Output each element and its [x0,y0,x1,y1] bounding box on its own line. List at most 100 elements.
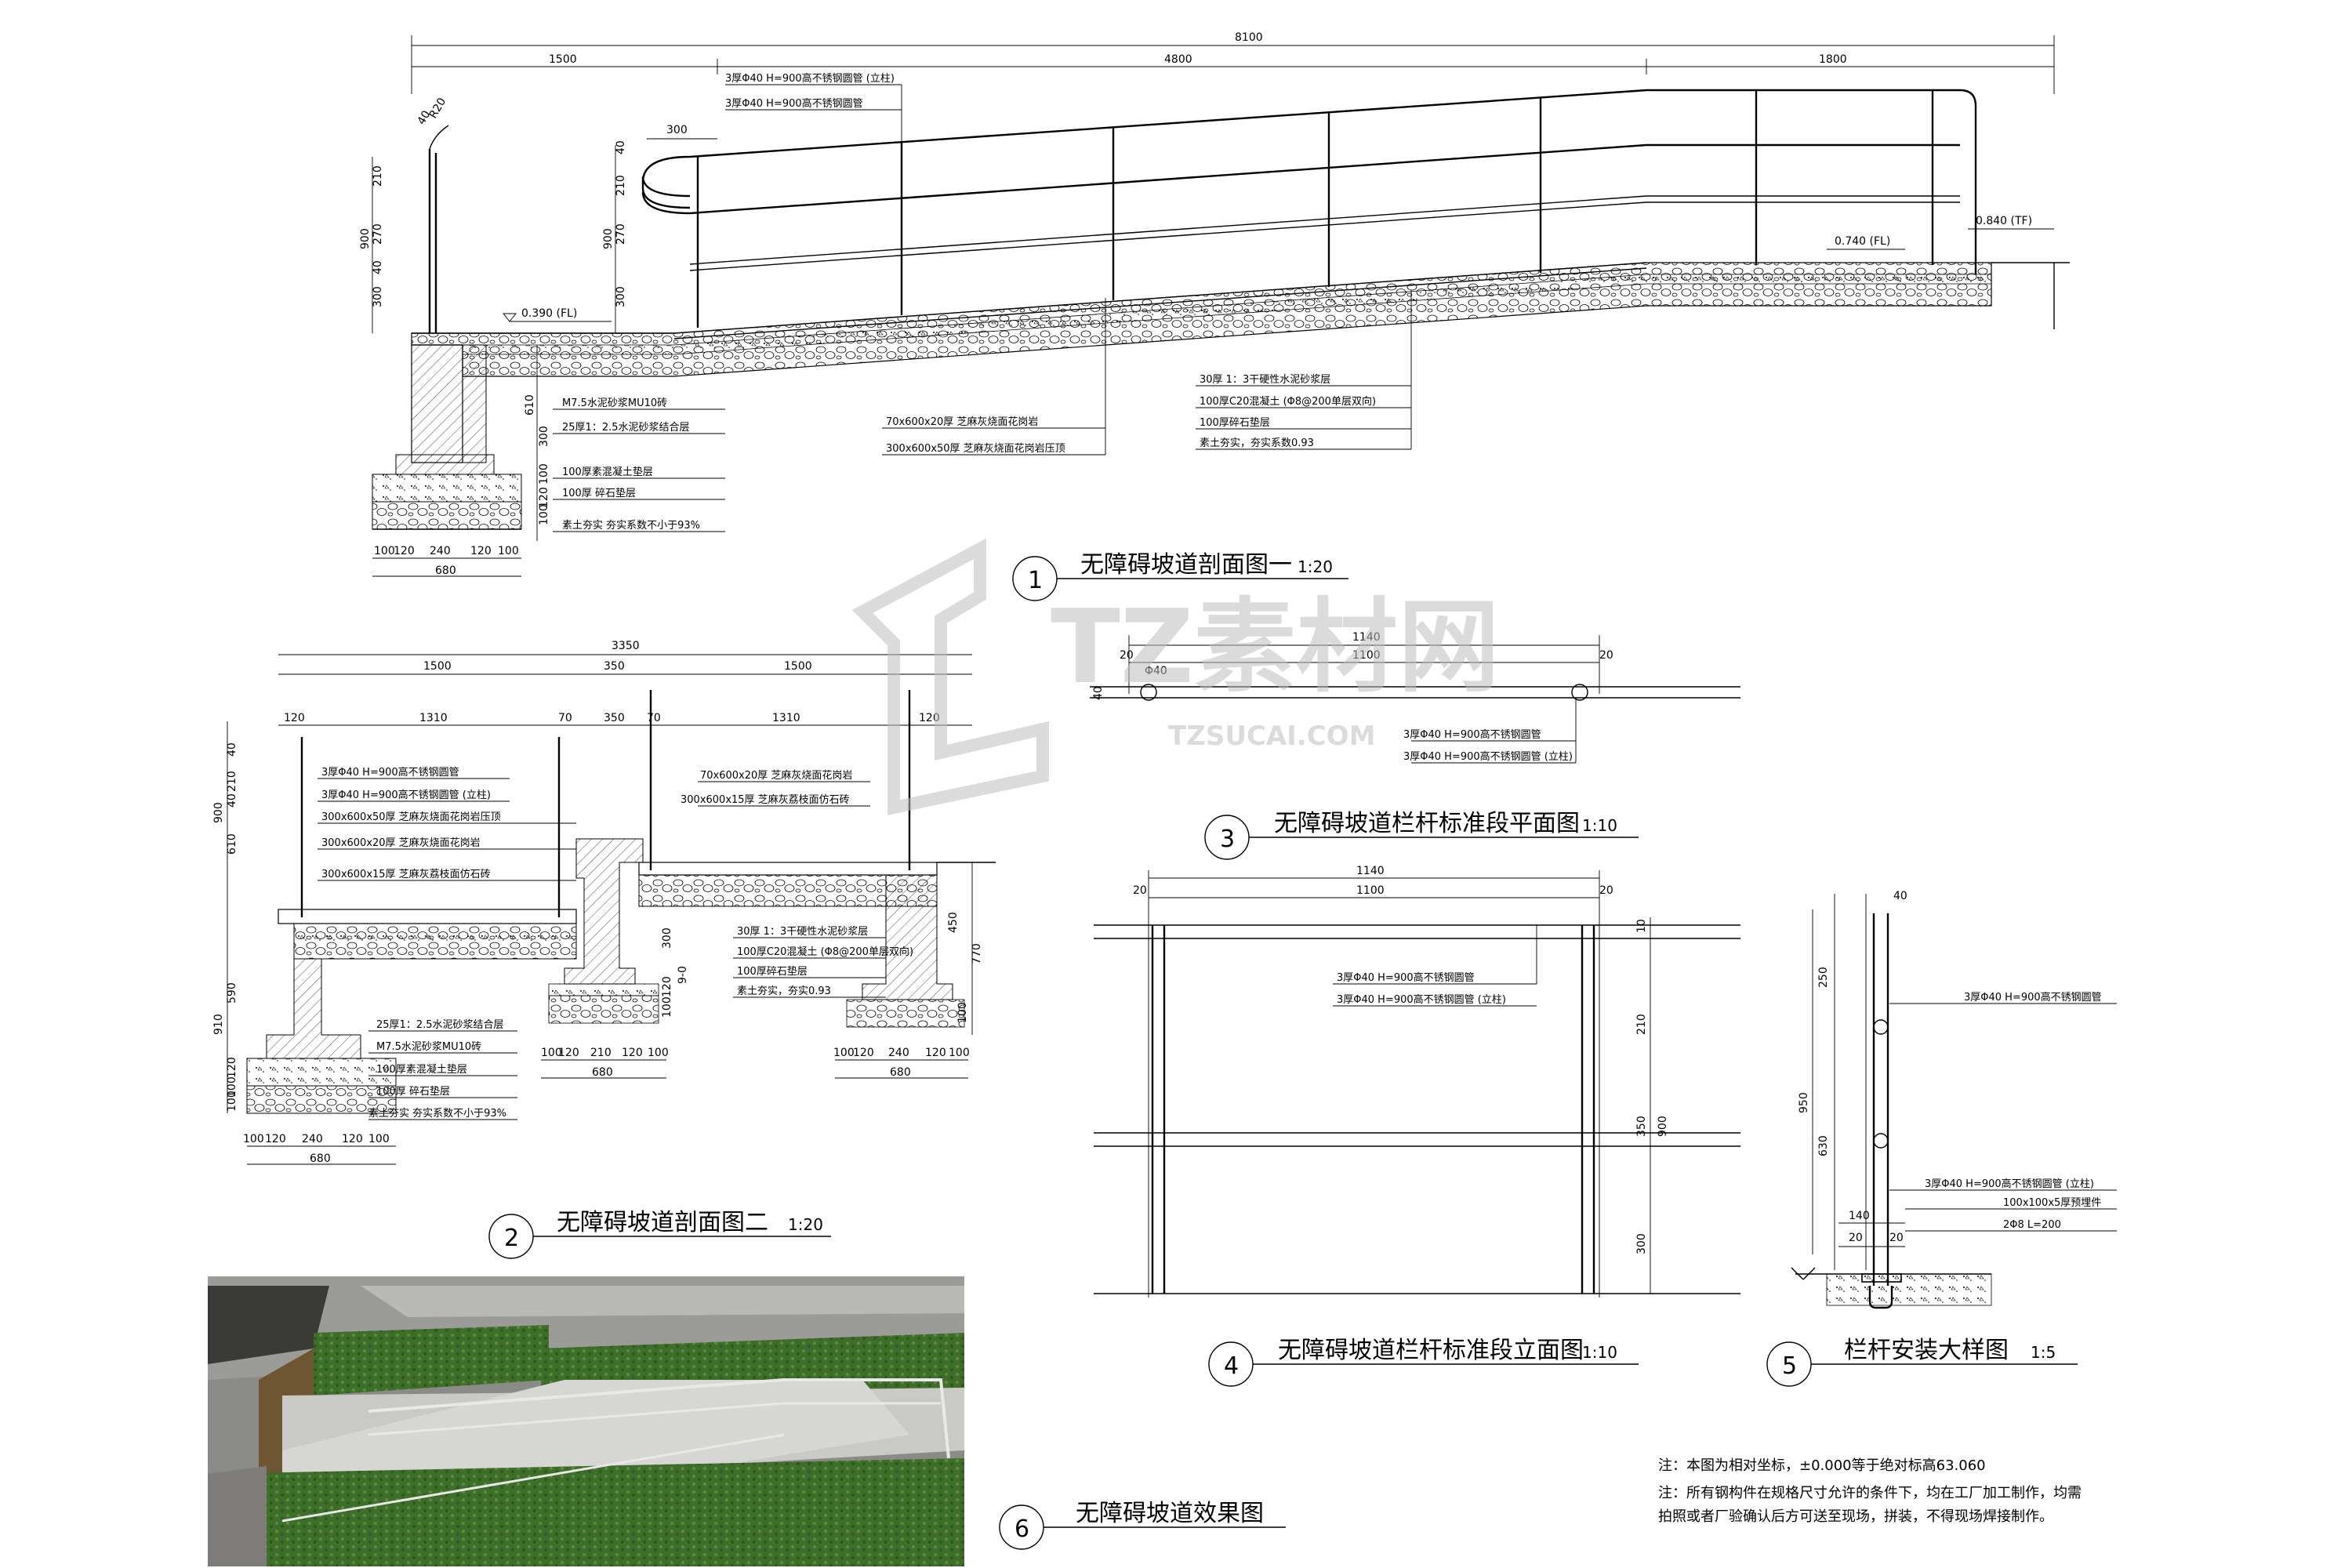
note-3: 拍照或者厂验确认后方可送至现场，拼装，不得现场焊接制作。 [1658,1508,2053,1525]
drawing-3-scale: 1:10 [1582,816,1617,835]
s3-side: 40 [1092,686,1105,700]
l2-m-c: 100厚碎石垫层 [737,965,808,978]
dim-l-900: 900 [359,228,372,249]
l2-bl-b: M7.5水泥砂浆MU10砖 [376,1041,481,1053]
section-4-drawing: 1140 1100 20 20 10 210 350 300 900 3厚Φ40… [1094,865,1740,1387]
drawing-6-title-block: 6 无障碍坡道效果图 [999,1500,1286,1550]
leader-tube: 3厚Φ40 H=900高不锈钢圆管 [725,97,863,110]
s5-250: 250 [1817,967,1830,988]
s2-fa-2: 120 [265,1133,286,1145]
level-0390: 0.390 (FL) [521,307,577,320]
s4-r-900: 900 [1657,1116,1669,1137]
s2-l-590: 590 [226,982,238,1004]
s2-fb-total: 680 [592,1066,613,1079]
s5-630: 630 [1817,1135,1830,1156]
l2-bl-c: 100厚素混凝土垫层 [376,1063,467,1076]
dim-r-900: 900 [602,228,615,249]
s2-sub-1: 1310 [419,712,448,724]
drawing-4-number: 4 [1224,1352,1239,1380]
s2-fb-5: 100 [648,1047,669,1059]
s2-l-100b: 100 [226,1091,238,1112]
notes-block: 注：本图为相对坐标，±0.000等于绝对标高63.060 注：所有钢构件在规格尺… [1658,1457,2082,1525]
s2-sub-4: 70 [647,712,661,724]
f1-h100: 100 [538,463,550,485]
ramp-posts [696,89,1977,328]
s5-leader-d: 2Φ8 L=200 [2003,1219,2061,1231]
dim-l-210: 210 [372,165,384,187]
f1-h610: 610 [524,394,536,416]
dim-r-300: 300 [615,286,627,307]
s2-fc-2: 120 [853,1047,874,1059]
note-1: 注：本图为相对坐标，±0.000等于绝对标高63.060 [1658,1457,1986,1474]
s2-l-40: 40 [226,742,238,757]
dim-l-270: 270 [372,223,384,245]
s2-fb-2: 120 [558,1047,579,1059]
s5-leader-a: 3厚Φ40 H=900高不锈钢圆管 [1964,991,2102,1004]
f1-h120: 120 [538,487,550,508]
section-2-left-leaders: 3厚Φ40 H=900高不锈钢圆管 3厚Φ40 H=900高不锈钢圆管 (立柱)… [318,766,576,881]
s2-m-90: 9-0 [677,966,689,984]
ramp-render-image [208,1276,964,1566]
section-3-drawing: 1140 1100 20 20 Φ40 40 3厚Φ40 H=900高不锈钢圆管… [1090,631,1740,860]
l2-rt-a: 70x600x20厚 芝麻灰烧面花岗岩 [700,769,852,782]
s2-sub-5: 1310 [772,712,800,724]
dim-r-270: 270 [615,223,627,245]
s4-r-10: 10 [1635,919,1648,933]
dim-l-40: 40 [372,260,384,274]
s4-20b: 20 [1599,884,1613,897]
l1-r-d: 素土夯实，夯实系数0.93 [1200,437,1314,449]
section-2-drawing: 3350 1500 350 1500 120 1310 70 350 70 13… [212,640,996,1259]
drawing-3-number: 3 [1220,826,1235,853]
l2-rt-b: 300x600x15厚 芝麻灰荔枝面仿石砖 [681,793,850,806]
s5-20b: 20 [1889,1232,1904,1244]
level-0840: 0.840 (TF) [1976,215,2032,227]
s2-sub-0: 120 [284,712,305,724]
dim-4800: 4800 [1164,53,1192,66]
drawing-5-title: 栏杆安装大样图 [1844,1337,2009,1364]
l1-a: M7.5水泥砂浆MU10砖 [562,397,667,409]
s5-leader-b: 3厚Φ40 H=900高不锈钢圆管 (立柱) [1925,1178,2094,1190]
drawing-4-title: 无障碍坡道栏杆标准段立面图 [1278,1337,1584,1364]
s2-dim-1500a: 1500 [423,660,452,673]
leader-post: 3厚Φ40 H=900高不锈钢圆管 (立柱) [725,72,895,85]
s2-fc-total: 680 [890,1066,911,1079]
dim-8100: 8100 [1235,31,1263,44]
section-1-drawing: 8100 1500 4800 1800 300 210 270 300 40 9… [359,31,2070,601]
drawing-6-number: 6 [1014,1515,1029,1543]
l2-m-a: 30厚 1：3干硬性水泥砂浆层 [737,926,868,938]
drawing-1-number: 1 [1028,567,1043,594]
s2-fa-1: 100 [243,1133,264,1145]
drawing-2-number: 2 [504,1225,519,1252]
l2-a: 3厚Φ40 H=900高不锈钢圆管 [321,766,459,779]
s3-phi: Φ40 [1145,665,1167,677]
s2-fc-3: 240 [888,1047,909,1059]
s3-20b: 20 [1599,649,1613,662]
level-0740: 0.740 (FL) [1835,235,1890,248]
drawing-2-scale: 1:20 [788,1215,823,1234]
f1-h300: 300 [538,426,550,447]
s3-1100: 1100 [1352,649,1381,662]
s2-r-100: 100 [956,1002,969,1023]
s2-dim-3350: 3350 [612,640,640,652]
s5-top: 40 [1893,890,1907,902]
s5-20a: 20 [1849,1232,1863,1244]
s4-1140: 1140 [1356,865,1385,877]
s4-20a: 20 [1133,884,1147,897]
s2-l-120: 120 [226,1057,238,1078]
f1-d2: 120 [394,545,415,557]
s2-m-120: 120 [661,976,673,997]
l2-m-d: 素土夯实，夯实0.93 [737,985,831,997]
section-2-right-top-leaders: 70x600x20厚 芝麻灰烧面花岗岩 300x600x15厚 芝麻灰荔枝面仿石… [681,769,870,807]
s2-dim-1500b: 1500 [784,660,812,673]
s5-leader-c: 100x100x5厚预埋件 [2003,1197,2101,1209]
s2-sub-2: 70 [558,712,572,724]
section-1-left-leaders: M7.5水泥砂浆MU10砖 25厚1：2.5水泥砂浆结合层 100厚素混凝土垫层… [553,397,725,532]
watermark-sub: TZSUCAI.COM [1168,720,1375,752]
s2-l-610: 610 [226,833,238,855]
dim-top-40: 40 [416,109,434,127]
s3-leader-b: 3厚Φ40 H=900高不锈钢圆管 (立柱) [1403,750,1573,763]
s4-leader-b: 3厚Φ40 H=900高不锈钢圆管 (立柱) [1337,993,1506,1006]
l2-d: 300x600x20厚 芝麻灰烧面花岗岩 [321,837,481,849]
drawing-1-scale: 1:20 [1298,557,1333,576]
